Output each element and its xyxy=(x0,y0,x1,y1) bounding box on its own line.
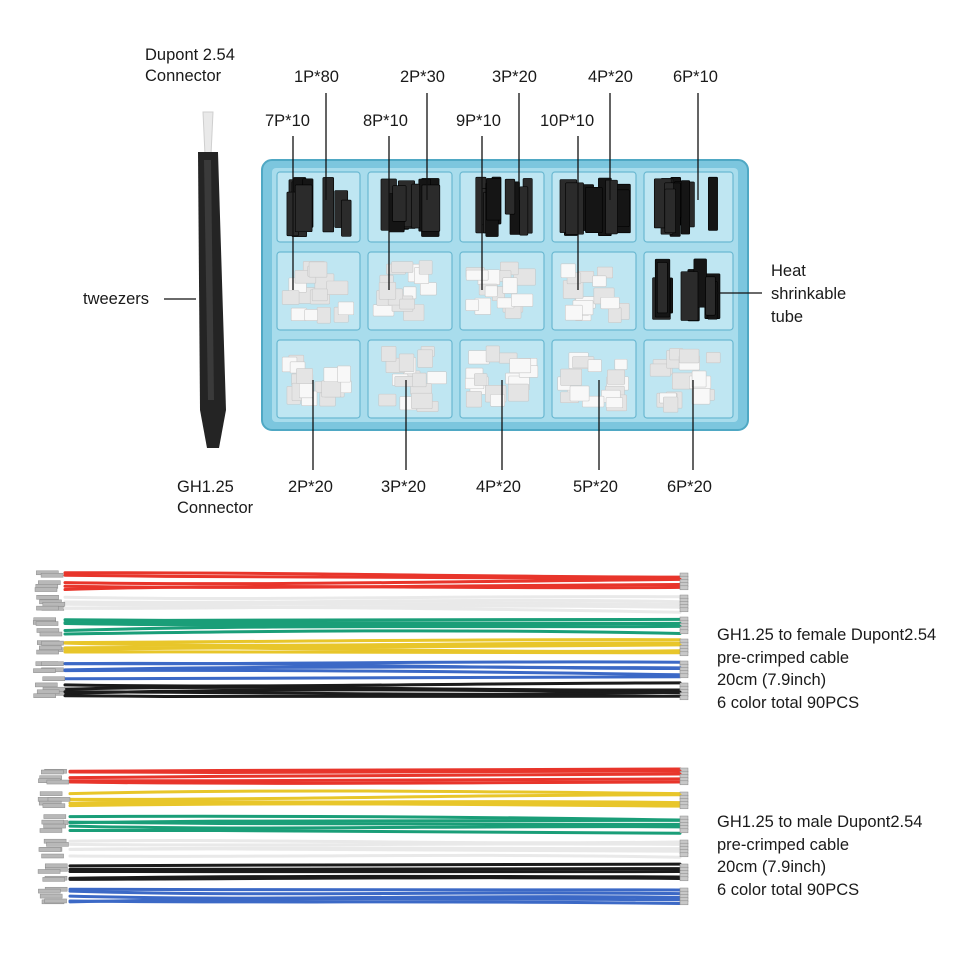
dupont-label-10p: 10P*10 xyxy=(540,112,595,130)
female-cable-line-3: 20cm (7.9inch) xyxy=(717,671,827,689)
tweezers-label: tweezers xyxy=(83,290,150,308)
component-box-image xyxy=(261,159,749,431)
female-cable-line-1: GH1.25 to female Dupont2.54 xyxy=(717,626,937,644)
male-cable-line-1: GH1.25 to male Dupont2.54 xyxy=(717,813,923,831)
gh-label-3p: 3P*20 xyxy=(381,478,426,496)
leader-lines xyxy=(164,93,762,470)
cable-bundles-image xyxy=(32,570,689,906)
gh-label-4p: 4P*20 xyxy=(476,478,521,496)
gh-label-5p: 5P*20 xyxy=(573,478,618,496)
female-cable-line-2: pre-crimped cable xyxy=(717,648,850,667)
dupont-label-8p: 8P*10 xyxy=(363,112,408,130)
male-cable-line-3: 20cm (7.9inch) xyxy=(717,858,827,876)
dupont-title: Dupont 2.54 Connector xyxy=(145,46,235,85)
male-cable-line-4: 6 color total 90PCS xyxy=(717,880,860,899)
dupont-label-3p: 3P*20 xyxy=(492,68,537,86)
gh-title: GH1.25 Connector xyxy=(177,478,254,517)
dupont-label-1p: 1P*80 xyxy=(294,68,339,86)
female-cable-description: GH1.25 to female Dupont2.54 pre-crimped … xyxy=(717,624,936,714)
tweezers-image xyxy=(198,111,226,448)
heat-shrink-label: Heat shrinkable tube xyxy=(771,262,847,326)
dupont-label-7p: 7P*10 xyxy=(265,112,310,130)
gh-label-6p: 6P*20 xyxy=(667,478,712,496)
dupont-label-2p: 2P*30 xyxy=(400,68,445,86)
dupont-label-9p: 9P*10 xyxy=(456,112,501,130)
male-cable-line-2: pre-crimped cable xyxy=(717,835,850,854)
dupont-label-6p: 6P*10 xyxy=(673,68,718,86)
dupont-label-4p: 4P*20 xyxy=(588,68,633,86)
male-cable-description: GH1.25 to male Dupont2.54 pre-crimped ca… xyxy=(717,811,922,901)
gh-label-2p: 2P*20 xyxy=(288,478,333,496)
female-cable-line-4: 6 color total 90PCS xyxy=(717,693,860,712)
